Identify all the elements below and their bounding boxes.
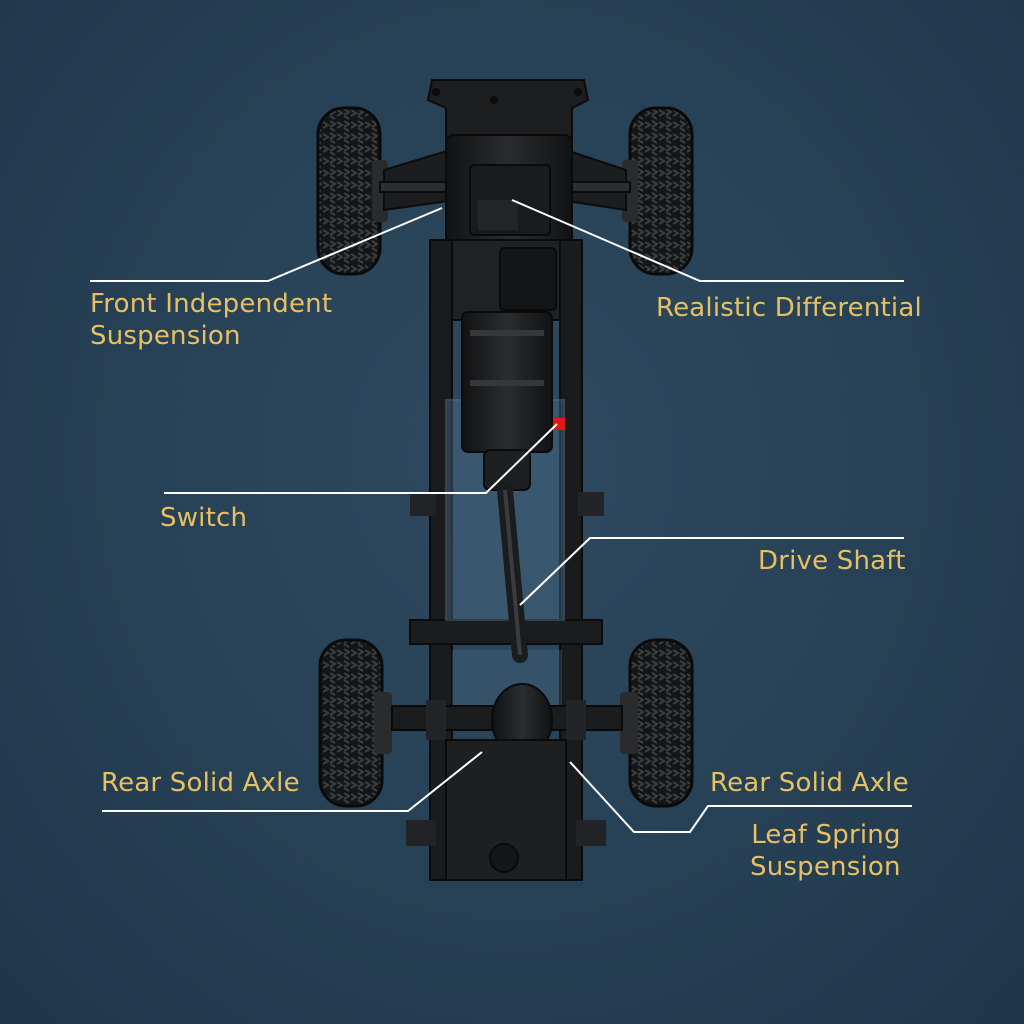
leader-front-suspension xyxy=(90,207,443,282)
label-drive-shaft: Drive Shaft xyxy=(758,546,906,576)
motor-gearbox xyxy=(461,311,565,491)
label-rear-axle-right: Rear Solid Axle xyxy=(710,768,909,798)
rear-right-tire xyxy=(620,638,694,808)
leader-rear-axle-left xyxy=(102,751,483,812)
label-leaf-spring-line1: Leaf Spring xyxy=(751,820,901,850)
label-front-suspension: Front Independent Suspension xyxy=(90,288,332,352)
front-right-tire xyxy=(622,106,694,276)
leader-differential xyxy=(511,199,904,282)
label-switch: Switch xyxy=(160,503,248,533)
front-bumper xyxy=(426,79,590,141)
leader-drive-shaft xyxy=(519,537,904,606)
front-differential xyxy=(445,134,573,246)
rear-plate xyxy=(406,739,606,881)
leader-rear-axle-right xyxy=(569,761,912,833)
label-front-suspension-line2: Suspension xyxy=(90,321,241,351)
label-leaf-spring: Leaf Spring Suspension xyxy=(750,819,901,883)
front-left-tire xyxy=(316,106,388,276)
switch-led xyxy=(553,418,565,430)
rear-solid-axle xyxy=(391,683,623,757)
front-suspension-arms xyxy=(379,148,631,212)
label-differential: Realistic Differential xyxy=(656,293,922,323)
label-rear-axle-left: Rear Solid Axle xyxy=(101,768,300,798)
rear-left-tire xyxy=(318,638,392,808)
leader-lines xyxy=(90,199,912,833)
label-leaf-spring-line2: Suspension xyxy=(750,852,901,882)
leader-switch xyxy=(164,423,558,494)
label-front-suspension-line1: Front Independent xyxy=(90,289,333,319)
drive-shaft xyxy=(497,482,528,663)
